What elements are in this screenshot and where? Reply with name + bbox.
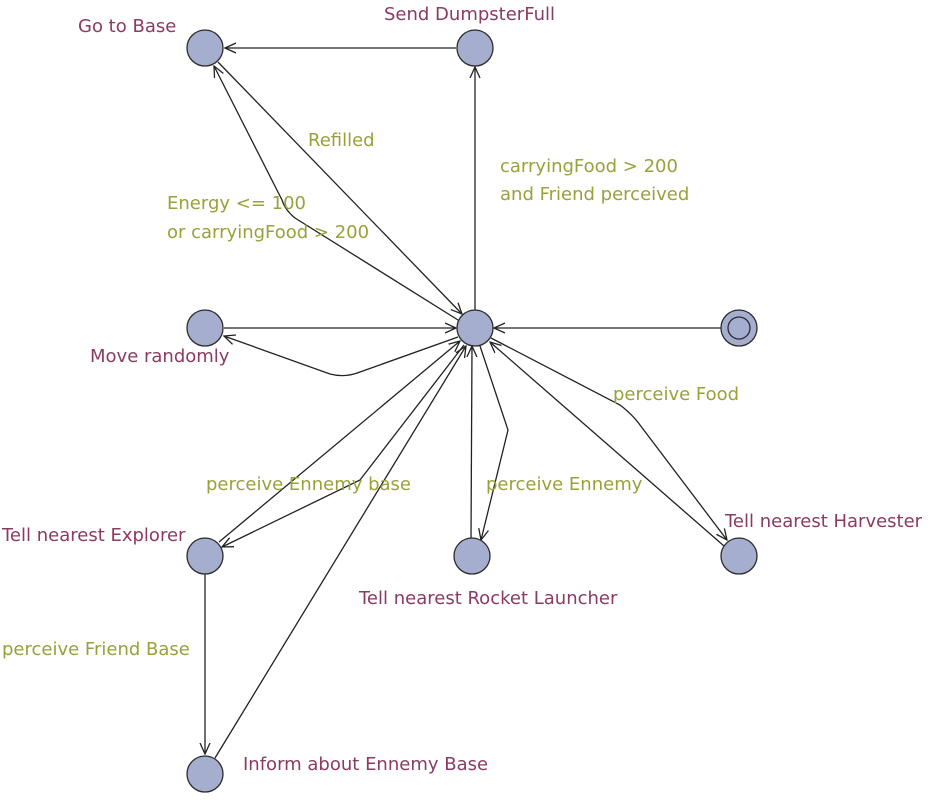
label-perceive-friend-base: perceive Friend Base bbox=[2, 639, 190, 660]
label-carrying-food-2: and Friend perceived bbox=[500, 184, 689, 205]
state-tell-nearest-harvester bbox=[720, 537, 758, 575]
label-carrying-food-1: carryingFood > 200 bbox=[500, 156, 678, 177]
edge-hub-to-move bbox=[224, 336, 459, 377]
label-tell-nearest-explorer: Tell nearest Explorer bbox=[1, 525, 186, 546]
edge-hub-to-harvester-food bbox=[490, 337, 727, 540]
state-move-randomly bbox=[186, 309, 224, 347]
label-send-dumpster-full: Send DumpsterFull bbox=[384, 4, 555, 25]
label-energy-2: or carryingFood > 200 bbox=[167, 222, 369, 243]
edge-rocket-to-hub bbox=[471, 346, 472, 541]
label-inform-about-ennemy-base: Inform about Ennemy Base bbox=[243, 754, 488, 775]
nodes bbox=[186, 29, 758, 793]
transition-labels: Refilled carryingFood > 200 and Friend p… bbox=[2, 130, 739, 660]
label-move-randomly: Move randomly bbox=[90, 346, 230, 367]
label-perceive-ennemy-base: perceive Ennemy base bbox=[206, 474, 411, 495]
state-go-to-base bbox=[186, 29, 224, 67]
label-refilled: Refilled bbox=[308, 130, 375, 151]
label-perceive-food: perceive Food bbox=[613, 384, 739, 405]
edge-gotobase-to-hub-refilled bbox=[217, 61, 462, 314]
state-hub bbox=[456, 309, 494, 347]
label-tell-nearest-harvester: Tell nearest Harvester bbox=[724, 511, 923, 532]
label-energy-1: Energy <= 100 bbox=[167, 193, 306, 214]
edges bbox=[205, 48, 727, 759]
edge-explorer-to-hub bbox=[218, 341, 460, 543]
edge-harvester-to-hub bbox=[490, 342, 725, 547]
edge-hub-to-gotobase-energy bbox=[214, 66, 459, 321]
edge-hub-to-explorer-ennemybase bbox=[222, 344, 465, 547]
state-labels: Go to Base Send DumpsterFull Move random… bbox=[1, 4, 923, 775]
label-perceive-ennemy: perceive Ennemy bbox=[486, 474, 643, 495]
state-inform-about-ennemy-base bbox=[186, 755, 224, 793]
edge-inform-to-hub bbox=[214, 346, 466, 759]
state-tell-nearest-rocket-launcher bbox=[453, 537, 491, 575]
edge-hub-to-rocket-ennemy bbox=[480, 345, 509, 540]
final-state bbox=[720, 309, 758, 347]
label-go-to-base: Go to Base bbox=[78, 16, 176, 37]
state-tell-nearest-explorer bbox=[186, 537, 224, 575]
label-tell-nearest-rocket-launcher: Tell nearest Rocket Launcher bbox=[358, 588, 618, 609]
state-send-dumpster-full bbox=[456, 29, 494, 67]
